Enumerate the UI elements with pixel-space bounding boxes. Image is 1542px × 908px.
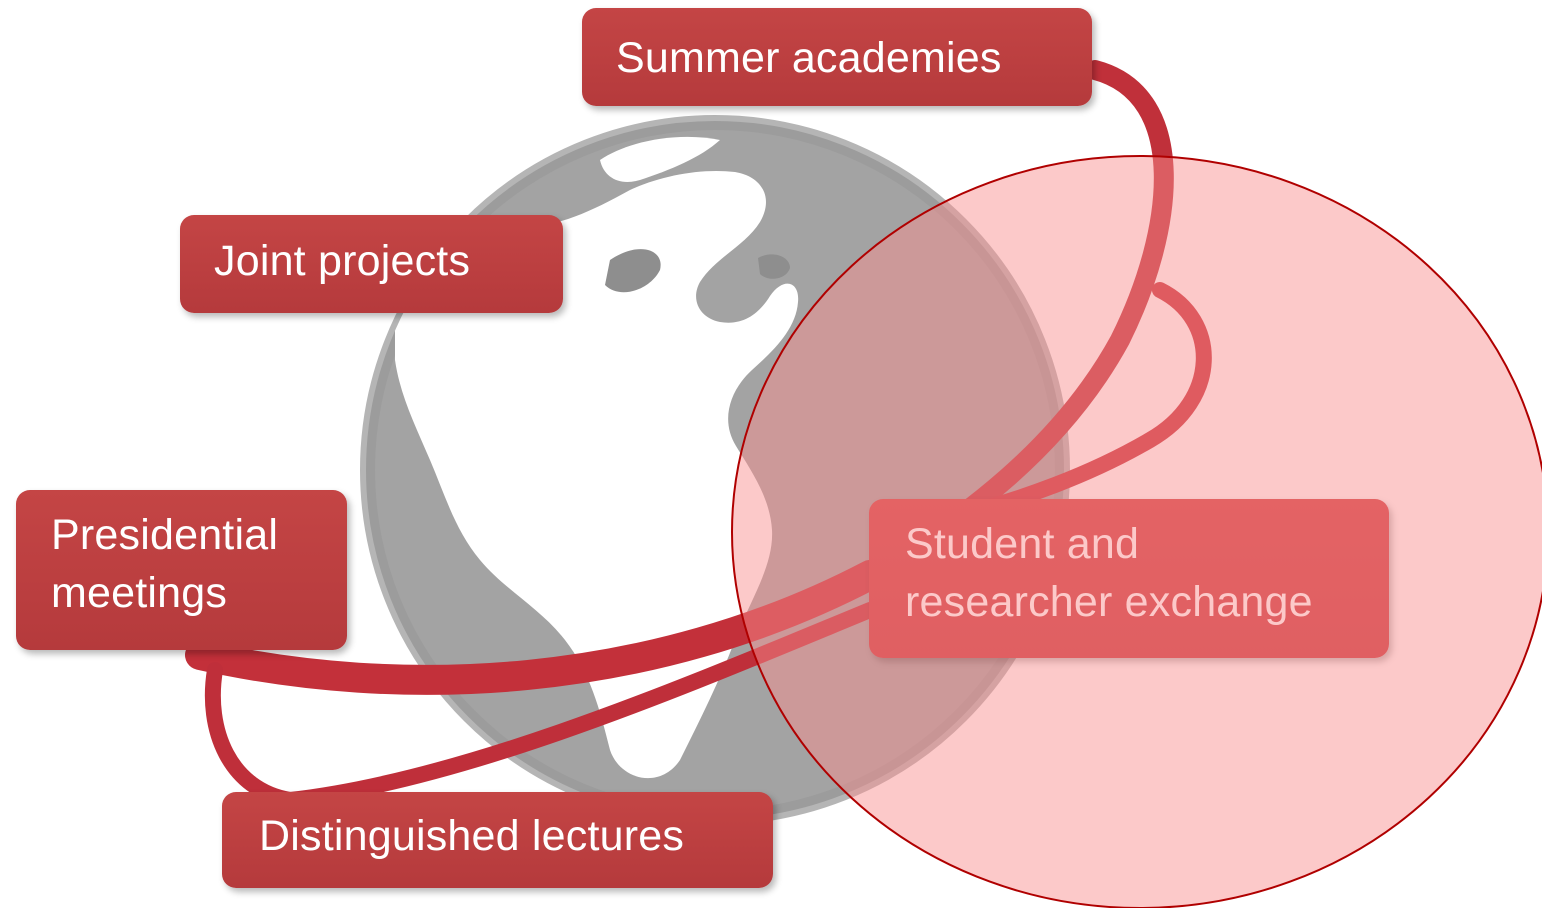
summer-academies-box: Summer academies [582, 8, 1092, 106]
student-exchange-label-line1: Student and [905, 520, 1140, 568]
americas-land [395, 170, 799, 779]
island-2 [605, 249, 661, 293]
presidential-meetings-box: Presidential meetings [16, 490, 347, 650]
student-exchange-label-line2: researcher exchange [905, 578, 1313, 626]
joint-projects-box: Joint projects [180, 215, 563, 313]
greenland-land [600, 136, 720, 182]
presidential-meetings-label-line2: meetings [51, 569, 228, 617]
joint-projects-label: Joint projects [214, 237, 471, 285]
student-researcher-exchange-box: Student and researcher exchange [869, 499, 1389, 658]
distinguished-lectures-label: Distinguished lectures [259, 812, 685, 860]
summer-academies-label: Summer academies [616, 34, 1002, 82]
distinguished-lectures-box: Distinguished lectures [222, 792, 773, 888]
presidential-meetings-label-line1: Presidential [51, 511, 279, 559]
